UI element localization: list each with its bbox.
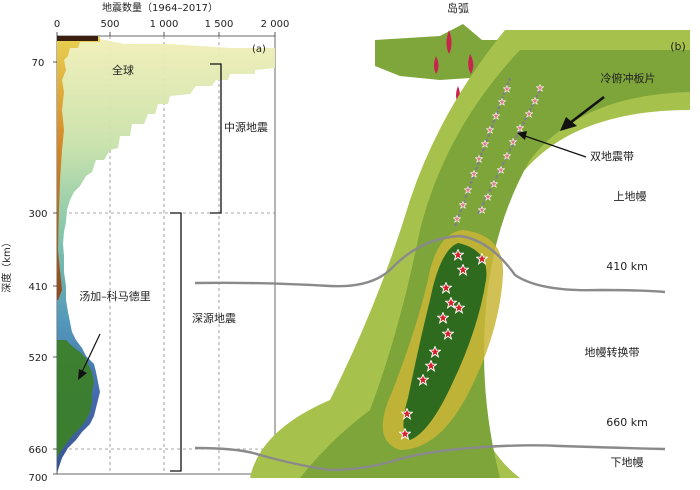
double-zone-lower [477, 85, 543, 215]
tonga-top-bar [57, 36, 98, 41]
y-axis-title: 深度（km） [0, 237, 13, 293]
deep-bracket [170, 212, 182, 472]
global-histogram [57, 37, 275, 474]
label-lower-mantle: 下地幔 [611, 456, 644, 469]
deep-seismic-zone [403, 243, 487, 440]
panel-a: 0 500 1 000 1 500 2 000 地震数量（1964–2017） … [0, 1, 289, 484]
label-deep: 深源地震 [192, 311, 236, 325]
panel-a-label: (a) [252, 44, 266, 55]
y-axis-ticks [53, 61, 57, 475]
panel-b-label: (b) [670, 40, 686, 53]
y-tick-520: 520 [28, 353, 47, 364]
label-double-zone: 双地震带 [590, 150, 634, 163]
top-axis-ticks [56, 32, 276, 36]
top-tick-1000: 1 000 [150, 19, 179, 30]
slab-inner [300, 50, 690, 478]
tonga-shallow-bars [57, 37, 100, 300]
y-tick-300: 300 [28, 209, 47, 220]
double-zone-pointer [524, 135, 587, 158]
top-tick-1500: 1 500 [205, 19, 234, 30]
discontinuity-410 [194, 234, 666, 294]
label-410: 410 km [606, 260, 648, 273]
panel-b: 岛弧 [194, 1, 690, 478]
tonga-histogram [57, 340, 94, 458]
label-upper-mantle: 上地幔 [614, 190, 647, 203]
label-660: 660 km [606, 416, 648, 429]
slab-motion-arrow [569, 95, 605, 125]
tonga-arrowhead [78, 369, 87, 380]
top-tick-500: 500 [100, 19, 119, 30]
label-island-arc: 岛弧 [447, 1, 469, 15]
magma-drops [434, 30, 474, 104]
top-axis-title: 地震数量（1964–2017） [102, 1, 218, 14]
discontinuity-660 [194, 444, 666, 472]
intermediate-bracket [210, 63, 222, 214]
label-tonga: 汤加–科马德里 [79, 289, 151, 303]
label-transition-zone: 地幔转换带 [585, 345, 640, 359]
top-tick-2000: 2 000 [261, 19, 290, 30]
tonga-arrow [81, 333, 101, 373]
slab-motion-arrowhead [560, 117, 577, 131]
y-tick-70: 70 [32, 58, 45, 69]
label-cold-slab: 冷俯冲板片 [601, 71, 656, 85]
y-tick-700: 700 [28, 473, 47, 484]
label-intermediate: 中源地震 [224, 120, 268, 134]
y-tick-410: 410 [28, 282, 47, 293]
label-global: 全球 [112, 63, 134, 77]
top-tick-0: 0 [54, 19, 60, 30]
y-tick-660: 660 [28, 445, 47, 456]
double-zone-pointer-head [517, 131, 527, 140]
